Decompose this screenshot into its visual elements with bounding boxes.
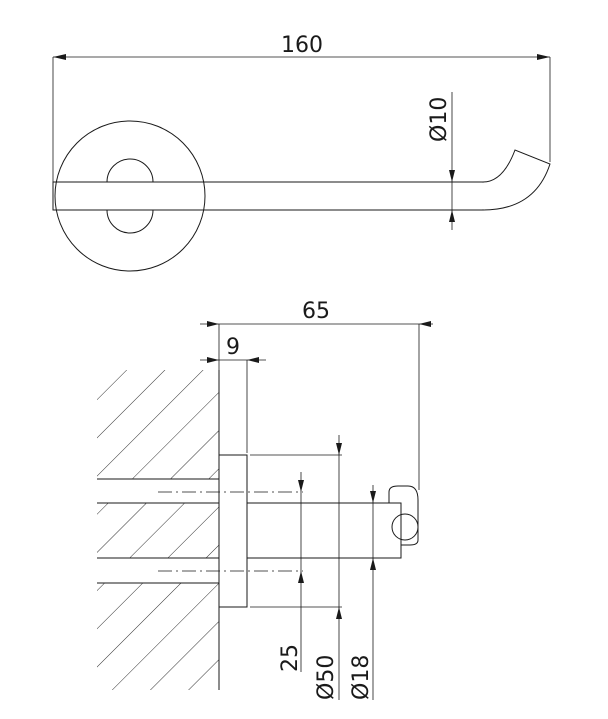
side-view: 65 9 25 Ø50 Ø18 <box>97 299 433 700</box>
wall-hatching <box>97 370 219 690</box>
dimension-label-160: 160 <box>281 33 323 58</box>
flange-circle <box>54 120 206 272</box>
dimension-label-d10: Ø10 <box>427 97 452 142</box>
dimension-label-d50: Ø50 <box>314 655 339 700</box>
end-knob <box>391 513 419 541</box>
dimension-flange-diameter-50: Ø50 <box>250 435 342 700</box>
dimension-label-d18: Ø18 <box>349 655 374 700</box>
flange <box>218 454 248 608</box>
top-view: 160 Ø10 <box>52 33 551 272</box>
dimension-65: 65 <box>200 299 433 490</box>
dimension-rod-diameter-10: Ø10 <box>427 92 455 230</box>
rod-side <box>247 502 402 559</box>
dimension-label-25: 25 <box>278 644 303 672</box>
rod-body <box>52 181 484 211</box>
dimension-label-9: 9 <box>226 335 240 360</box>
rod-end-cap <box>388 485 419 546</box>
dimension-9: 9 <box>200 335 266 453</box>
dimension-25: 25 <box>278 472 304 672</box>
dimension-label-65: 65 <box>302 299 330 324</box>
inner-circle <box>106 158 154 234</box>
rod-hook <box>482 149 551 211</box>
dimension-rod-diameter-18: Ø18 <box>349 485 376 700</box>
dimension-160: 160 <box>52 33 551 182</box>
